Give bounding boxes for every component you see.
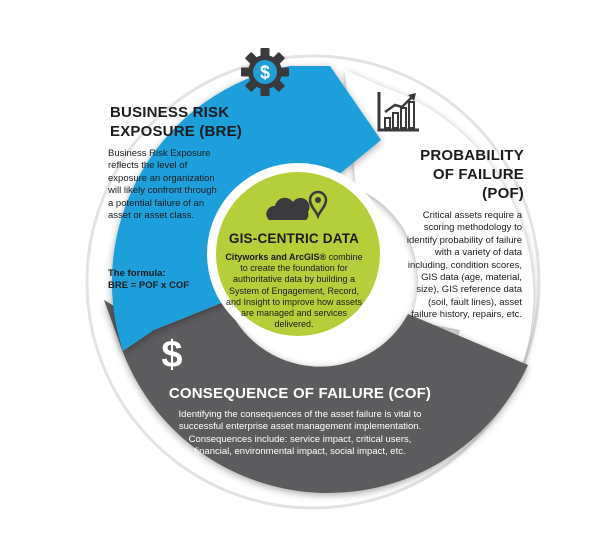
gear-dollar-icon: $ [241, 48, 289, 96]
cof-description: Identifying the consequences of the asse… [178, 409, 422, 458]
cof-segment [104, 300, 528, 494]
pof-title-line1: PROBABILITY [420, 147, 524, 164]
bre-formula-label: The formula: [108, 268, 166, 279]
bre-description: Business Risk Exposure reflects the leve… [108, 148, 217, 222]
pof-description: Critical assets require a scoring method… [406, 210, 522, 321]
pof-segment [345, 70, 534, 372]
gis-description: Cityworks and ArcGIS® combine to create … [224, 252, 364, 330]
gis-title: GIS-CENTRIC DATA [228, 231, 360, 246]
bre-title-line2: EXPOSURE (BRE) [110, 123, 242, 140]
cloud-location-icon [266, 190, 328, 220]
pof-title-line3: (POF) [482, 185, 524, 202]
bre-title: BUSINESS RISK EXPOSURE (BRE) [110, 103, 290, 141]
bar-chart-growth-icon [377, 92, 419, 132]
dollar-sign-icon: $ [161, 334, 182, 376]
pof-title-line2: OF FAILURE [432, 166, 524, 183]
pof-title: PROBABILITY OF FAILURE (POF) [400, 146, 524, 203]
gis-body-bold: Cityworks and ArcGIS® [225, 252, 327, 262]
gear-dollar-glyph: $ [260, 63, 270, 83]
bre-title-line1: BUSINESS RISK [110, 104, 230, 121]
cof-title: CONSEQUENCE OF FAILURE (COF) [168, 385, 432, 402]
gis-center-circle [216, 172, 380, 336]
gis-body-rest: combine to create the foundation for aut… [225, 252, 363, 330]
bre-formula: BRE = POF x COF [108, 280, 190, 291]
